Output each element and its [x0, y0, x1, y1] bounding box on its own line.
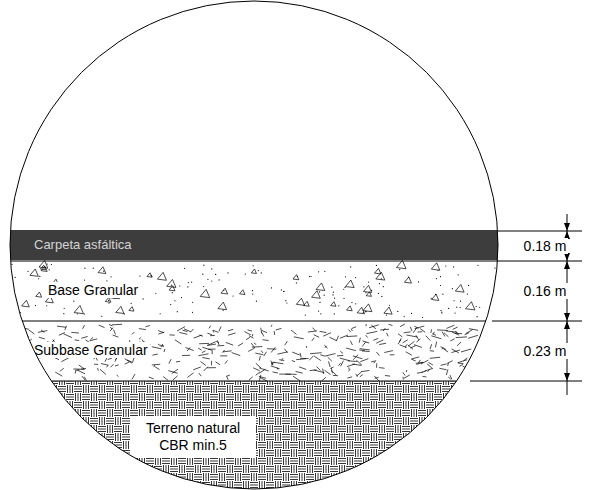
dimension-label: 0.23 m — [522, 343, 569, 359]
subgrade-layer: Terreno natural CBR min.5 — [10, 380, 498, 488]
base-layer: Base Granular — [10, 260, 498, 320]
layer-label: Subbase Granular — [32, 342, 150, 359]
layer-label: Carpeta asfáltica — [32, 237, 134, 253]
subbase-layer: Subbase Granular — [10, 320, 498, 380]
layer-label: Terreno natural CBR min.5 — [130, 416, 256, 458]
dimension-label: 0.18 m — [522, 238, 569, 254]
dimension-label: 0.16 m — [522, 283, 569, 299]
asphalt-layer: Carpeta asfáltica — [10, 230, 498, 260]
section-circle: Carpeta asfálticaBase GranularSubbase Gr… — [10, 1, 498, 489]
layer-label: Base Granular — [46, 282, 140, 299]
